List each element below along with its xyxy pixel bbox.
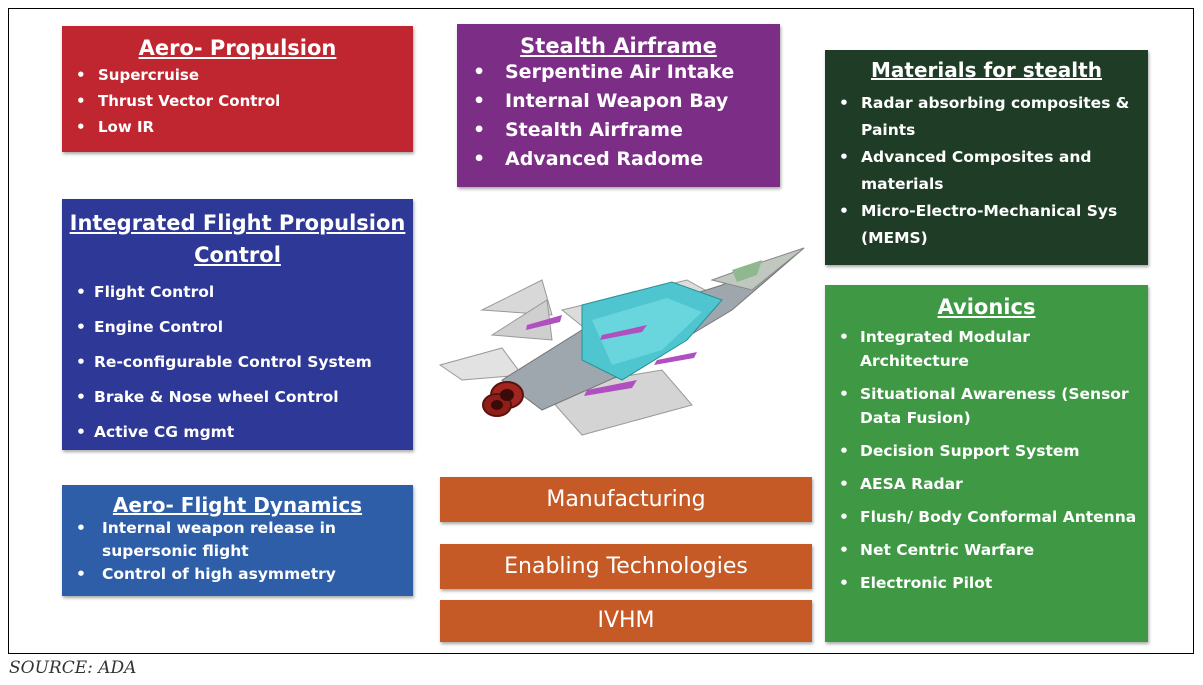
list-item: Active CG mgmt xyxy=(62,415,413,450)
list-item: Thrust Vector Control xyxy=(62,88,413,114)
afd-list: Internal weapon release in supersonic fl… xyxy=(62,517,413,586)
list-item: Decision Support System xyxy=(825,439,1148,463)
aero-propulsion-list: Supercruise Thrust Vector Control Low IR xyxy=(62,62,413,140)
manufacturing-block: Manufacturing xyxy=(440,477,812,522)
avionics-box: Avionics Integrated Modular Architecture… xyxy=(825,285,1148,642)
materials-title: Materials for stealth xyxy=(871,58,1102,82)
materials-for-stealth-box: Materials for stealth Radar absorbing co… xyxy=(825,50,1148,265)
aero-flight-dynamics-box: Aero- Flight Dynamics Internal weapon re… xyxy=(62,485,413,596)
list-item: Serpentine Air Intake xyxy=(457,58,780,87)
avionics-title: Avionics xyxy=(937,295,1036,319)
list-item: Advanced Composites and materials xyxy=(825,144,1148,198)
list-item: AESA Radar xyxy=(825,472,1148,496)
afd-title: Aero- Flight Dynamics xyxy=(112,493,363,517)
list-item: Flush/ Body Conformal Antenna xyxy=(825,505,1148,529)
list-item: Situational Awareness (Sensor Data Fusio… xyxy=(825,382,1148,430)
list-item: Net Centric Warfare xyxy=(825,538,1148,562)
list-item: Electronic Pilot xyxy=(825,571,1148,595)
aero-propulsion-box: Aero- Propulsion Supercruise Thrust Vect… xyxy=(62,26,413,152)
list-item: Engine Control xyxy=(62,310,413,345)
ifpc-title: Integrated Flight Propulsion Control xyxy=(69,211,406,267)
avionics-list: Integrated Modular Architecture Situatio… xyxy=(825,325,1148,595)
source-caption: SOURCE: ADA xyxy=(9,658,137,678)
list-item: Control of high asymmetry xyxy=(62,563,413,586)
enabling-technologies-block: Enabling Technologies xyxy=(440,544,812,589)
list-item: Integrated Modular Architecture xyxy=(825,325,1148,373)
list-item: Radar absorbing composites & Paints xyxy=(825,90,1148,144)
list-item: Stealth Airframe xyxy=(457,116,780,145)
stealth-airframe-list: Serpentine Air Intake Internal Weapon Ba… xyxy=(457,58,780,174)
ivhm-block: IVHM xyxy=(440,600,812,642)
list-item: Supercruise xyxy=(62,62,413,88)
list-item: Advanced Radome xyxy=(457,145,780,174)
stealth-airframe-box: Stealth Airframe Serpentine Air Intake I… xyxy=(457,24,780,187)
list-item: Re-configurable Control System xyxy=(62,345,413,380)
ifpc-list: Flight Control Engine Control Re-configu… xyxy=(62,275,413,450)
materials-list: Radar absorbing composites & Paints Adva… xyxy=(825,90,1148,252)
list-item: Flight Control xyxy=(62,275,413,310)
list-item: Internal weapon release in supersonic fl… xyxy=(62,517,413,563)
aero-propulsion-title: Aero- Propulsion xyxy=(138,36,337,60)
aircraft-cutaway-illustration xyxy=(432,240,812,460)
list-item: Low IR xyxy=(62,114,413,140)
list-item: Brake & Nose wheel Control xyxy=(62,380,413,415)
stealth-airframe-title: Stealth Airframe xyxy=(520,34,717,58)
integrated-flight-propulsion-control-box: Integrated Flight Propulsion Control Fli… xyxy=(62,199,413,450)
list-item: Internal Weapon Bay xyxy=(457,87,780,116)
list-item: Micro-Electro-Mechanical Sys (MEMS) xyxy=(825,198,1148,252)
